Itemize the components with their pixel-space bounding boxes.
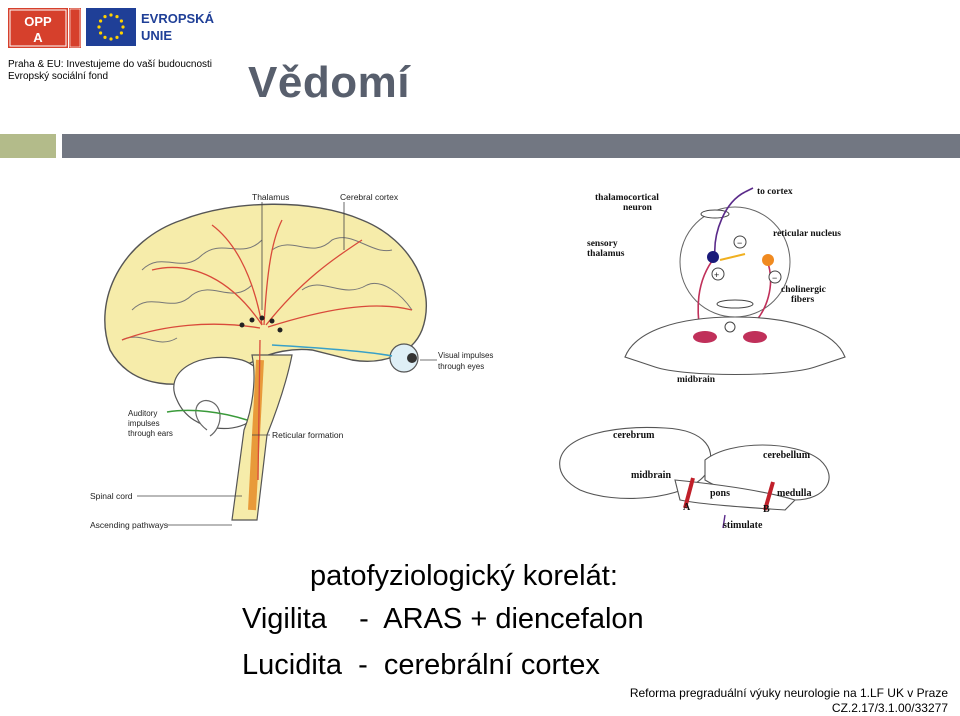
label-cholinergic-1: cholinergic — [781, 285, 826, 295]
label-medulla: medulla — [777, 488, 811, 499]
label-thalamus: Thalamus — [252, 192, 289, 202]
label-pons: pons — [710, 488, 730, 499]
label-reticular-formation: Reticular formation — [272, 430, 344, 440]
label-ascending-pathways: Ascending pathways — [90, 520, 168, 530]
sponsor-line2: Evropský sociální fond — [8, 71, 109, 82]
label-cerebral-cortex: Cerebral cortex — [340, 192, 399, 202]
label-visual-1: Visual impulses — [438, 351, 493, 360]
accent-bar-left — [0, 134, 56, 158]
label-visual-2: through eyes — [438, 362, 484, 371]
label-a: A — [683, 502, 691, 513]
accent-bar-right — [62, 134, 960, 158]
plus-sign: + — [714, 270, 719, 280]
eu-logo-line1: EVROPSKÁ — [141, 11, 214, 26]
brainstem-figure: cerebrum cerebellum midbrain pons medull… — [555, 420, 845, 540]
body-line-2: Vigilita - ARAS + diencefalon — [242, 603, 644, 635]
label-auditory-1: Auditory — [128, 409, 157, 418]
label-cholinergic-2: fibers — [791, 295, 815, 305]
opp-logo: OPP A — [8, 8, 68, 48]
eu-logo-line2: UNIE — [141, 28, 173, 43]
label-midbrain-stem: midbrain — [631, 470, 671, 481]
label-sensory-2: thalamus — [587, 249, 625, 259]
label-spinal-cord: Spinal cord — [90, 491, 133, 501]
minus-sign-2: − — [772, 273, 777, 283]
brain-aras-figure: Thalamus Cerebral cortex Visual impulses… — [82, 180, 502, 540]
label-auditory-3: through ears — [128, 429, 173, 438]
label-b: B — [763, 504, 770, 515]
prague-logo — [69, 8, 81, 48]
label-cerebrum: cerebrum — [613, 430, 655, 441]
svg-text:OPP: OPP — [24, 14, 52, 29]
label-midbrain: midbrain — [677, 375, 716, 385]
body-line-3: Lucidita - cerebrální cortex — [242, 649, 600, 681]
label-sensory-1: sensory — [587, 239, 618, 249]
page-title: Vědomí — [248, 58, 410, 107]
footer-line2: CZ.2.17/3.1.00/33277 — [831, 701, 948, 715]
footer: Reforma pregraduální výuky neurologie na… — [630, 686, 948, 716]
label-cerebellum: cerebellum — [763, 450, 811, 461]
label-thalamocortical-1: thalamocortical — [595, 193, 659, 203]
eu-logo-text: EVROPSKÁ UNIE — [141, 10, 214, 44]
minus-sign-1: − — [737, 238, 742, 248]
label-to-cortex: to cortex — [757, 187, 793, 197]
sponsor-text: Praha & EU: Investujeme do vaší budoucno… — [8, 59, 212, 83]
thalamus-circuit-figure: + − − thalamocortical neuron to cortex r… — [585, 182, 885, 392]
svg-text:A: A — [33, 30, 43, 45]
body-line-1: patofyziologický korelát: — [310, 560, 618, 592]
label-thalamocortical-2: neuron — [623, 203, 653, 213]
sponsor-line1: Praha & EU: Investujeme do vaší budoucno… — [8, 59, 213, 70]
label-stimulate: stimulate — [723, 520, 763, 531]
label-reticular-nucleus: reticular nucleus — [773, 229, 841, 239]
footer-line1: Reforma pregraduální výuky neurologie na… — [629, 686, 948, 700]
eu-flag-logo — [86, 8, 136, 46]
label-auditory-2: impulses — [128, 419, 160, 428]
